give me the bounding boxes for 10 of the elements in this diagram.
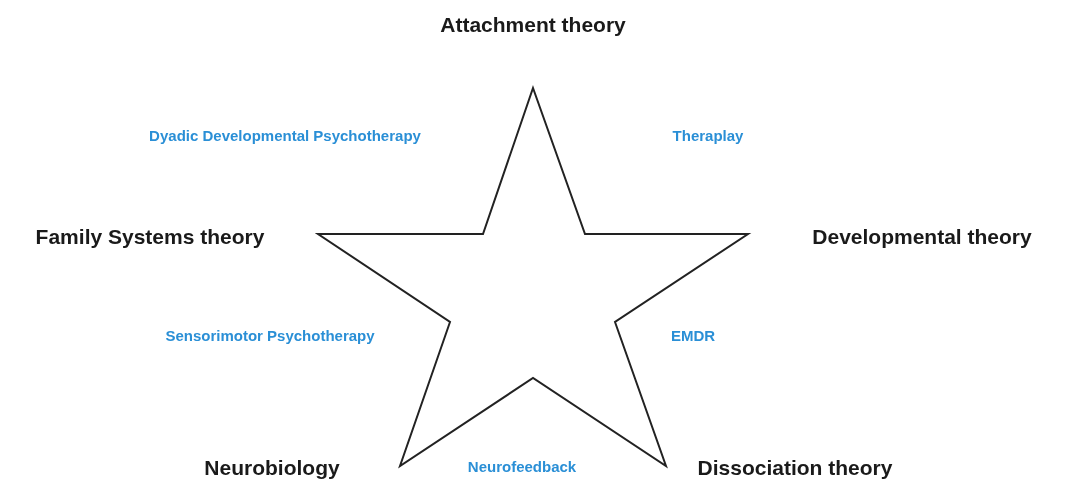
therapy-label: Dyadic Developmental Psychotherapy <box>149 126 421 144</box>
theory-label: Neurobiology <box>204 456 340 480</box>
theory-label: Developmental theory <box>812 225 1032 249</box>
theory-label: Dissociation theory <box>697 456 893 480</box>
therapy-label: Neurofeedback <box>467 457 577 475</box>
theory-label: Family Systems theory <box>35 225 265 249</box>
therapy-label: Sensorimotor Psychotherapy <box>165 326 375 344</box>
therapy-label: Theraplay <box>672 126 744 144</box>
therapy-label: EMDR <box>670 326 716 344</box>
theory-label: Attachment theory <box>440 13 626 37</box>
